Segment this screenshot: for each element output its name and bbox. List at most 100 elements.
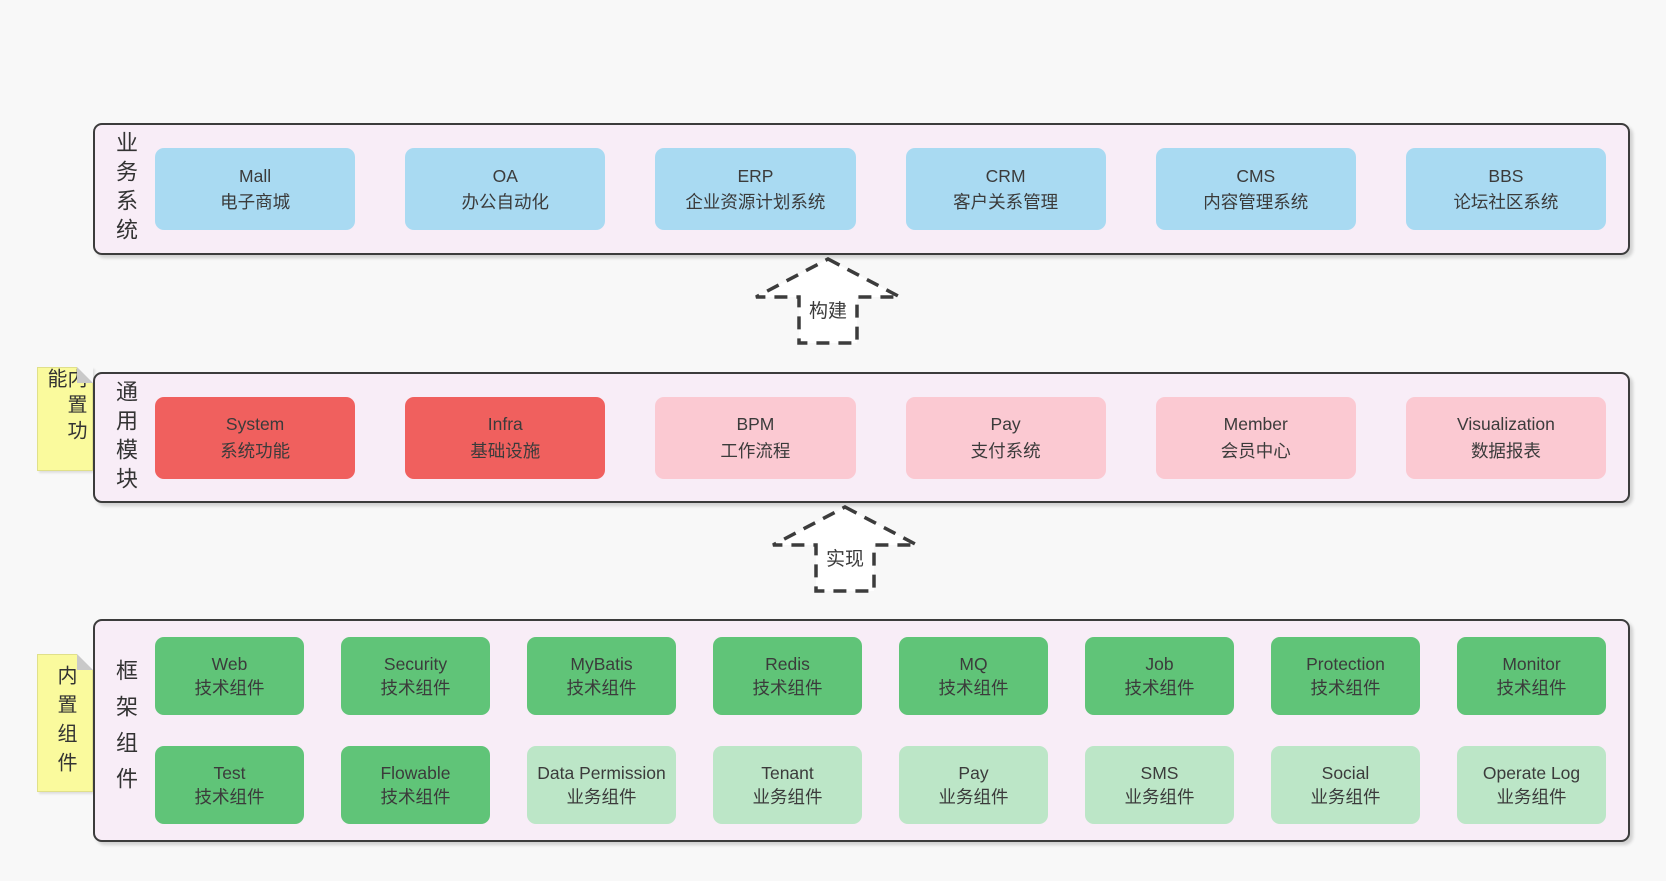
box-title: Security	[383, 653, 448, 674]
box-subtitle: 会员中心	[1220, 440, 1291, 461]
box-title: Data Permission	[537, 762, 666, 783]
box-infra: Infra 基础设施	[405, 396, 606, 479]
box-title: Pay	[990, 414, 1021, 435]
box-subtitle: 企业资源计划系统	[685, 192, 826, 212]
box-mq: MQ 技术组件	[899, 637, 1048, 715]
layer-label-text: 框架组件	[113, 658, 138, 803]
arrow-implement-label: 实现	[825, 549, 864, 570]
box-subtitle: 系统功能	[220, 440, 291, 461]
box-title: Social	[1321, 762, 1370, 783]
sticky-note-builtin-components: 内置组件	[37, 654, 93, 792]
layer-business-systems: 业务系统 Mall 电子商城 OA 办公自动化 ERP 企业资源计划系统 CRM…	[93, 123, 1630, 255]
module-boxes: System 系统功能 Infra 基础设施 BPM 工作流程 Pay 支付系统…	[155, 374, 1628, 501]
box-title: Flowable	[380, 762, 451, 783]
box-job: Job 技术组件	[1085, 637, 1234, 715]
box-title: Redis	[765, 653, 810, 674]
box-pay-component: Pay 业务组件	[899, 746, 1048, 824]
box-mall: Mall 电子商城	[155, 148, 356, 230]
box-subtitle: 业务组件	[938, 787, 1009, 807]
box-subtitle: 技术组件	[938, 678, 1009, 698]
layer-label-text: 通用模块	[113, 379, 138, 496]
business-boxes: Mall 电子商城 OA 办公自动化 ERP 企业资源计划系统 CRM 客户关系…	[155, 125, 1628, 253]
layer-label-text: 业务系统	[113, 131, 138, 247]
arrow-up-implement: 实现	[770, 504, 920, 594]
dashed-up-arrow-icon	[772, 505, 918, 593]
box-subtitle: 技术组件	[380, 678, 451, 698]
box-title: Protection	[1306, 653, 1385, 674]
arrow-build-label: 构建	[808, 301, 847, 322]
box-subtitle: 工作流程	[720, 440, 791, 461]
box-title: SMS	[1140, 762, 1179, 783]
box-subtitle: 客户关系管理	[953, 192, 1059, 212]
box-subtitle: 技术组件	[380, 787, 451, 807]
box-cms: CMS 内容管理系统	[1155, 148, 1356, 230]
box-social: Social 业务组件	[1271, 746, 1420, 824]
layer-label-components: 框架组件	[95, 621, 155, 840]
note-fold-corner-icon	[77, 367, 93, 383]
component-grid: Web 技术组件 Security 技术组件 MyBatis 技术组件 Redi…	[155, 621, 1628, 840]
box-system: System 系统功能	[155, 396, 356, 479]
box-title: BBS	[1488, 165, 1524, 186]
box-sms: SMS 业务组件	[1085, 746, 1234, 824]
box-subtitle: 业务组件	[566, 787, 637, 807]
box-bpm: BPM 工作流程	[655, 396, 856, 479]
box-member: Member 会员中心	[1155, 396, 1356, 479]
box-subtitle: 技术组件	[566, 678, 637, 698]
box-web: Web 技术组件	[155, 637, 304, 715]
box-title: Mall	[239, 165, 272, 186]
box-title: System	[225, 414, 285, 435]
box-test: Test 技术组件	[155, 746, 304, 824]
box-erp: ERP 企业资源计划系统	[655, 148, 856, 230]
box-title: BPM	[736, 414, 775, 435]
box-oa: OA 办公自动化	[405, 148, 606, 230]
component-row-2: Test 技术组件 Flowable 技术组件 Data Permission …	[155, 746, 1606, 824]
box-subtitle: 业务组件	[752, 787, 823, 807]
box-subtitle: 技术组件	[194, 678, 265, 698]
sticky-note-text: 内置功能	[44, 368, 86, 446]
box-title: Infra	[487, 414, 523, 435]
box-subtitle: 办公自动化	[461, 192, 550, 212]
box-title: Visualization	[1456, 414, 1555, 435]
box-visualization: Visualization 数据报表	[1405, 396, 1607, 479]
layer-label-modules: 通用模块	[95, 374, 155, 501]
layer-common-modules: 通用模块 System 系统功能 Infra 基础设施 BPM 工作流程 Pay…	[93, 372, 1630, 503]
box-title: Member	[1223, 414, 1288, 435]
box-title: Tenant	[761, 762, 814, 783]
box-subtitle: 技术组件	[1124, 678, 1195, 698]
box-title: ERP	[737, 165, 774, 186]
layer-label-business: 业务系统	[95, 125, 155, 253]
box-title: Job	[1145, 653, 1174, 674]
box-crm: CRM 客户关系管理	[905, 148, 1106, 230]
box-subtitle: 技术组件	[1310, 678, 1381, 698]
box-data-permission: Data Permission 业务组件	[527, 746, 676, 824]
box-monitor: Monitor 技术组件	[1457, 637, 1606, 715]
box-subtitle: 支付系统	[970, 440, 1041, 461]
box-bbs: BBS 论坛社区系统	[1405, 148, 1607, 230]
box-subtitle: 电子商城	[220, 192, 291, 212]
note-fold-corner-icon	[77, 654, 93, 670]
box-pay-module: Pay 支付系统	[905, 396, 1106, 479]
box-title: MQ	[959, 653, 988, 674]
arrow-up-build: 构建	[753, 256, 903, 346]
box-subtitle: 技术组件	[1496, 678, 1567, 698]
component-row-1: Web 技术组件 Security 技术组件 MyBatis 技术组件 Redi…	[155, 637, 1606, 715]
box-subtitle: 技术组件	[752, 678, 823, 698]
layer-framework-components: 框架组件 Web 技术组件 Security 技术组件 MyBatis 技术组件…	[93, 619, 1630, 842]
box-subtitle: 论坛社区系统	[1453, 192, 1559, 212]
box-tenant: Tenant 业务组件	[713, 746, 862, 824]
box-protection: Protection 技术组件	[1271, 637, 1420, 715]
box-subtitle: 基础设施	[470, 440, 541, 461]
box-subtitle: 内容管理系统	[1203, 192, 1309, 212]
box-flowable: Flowable 技术组件	[341, 746, 490, 824]
box-title: OA	[492, 165, 518, 186]
box-title: Operate Log	[1482, 762, 1581, 783]
box-subtitle: 数据报表	[1470, 440, 1541, 461]
box-title: MyBatis	[570, 653, 633, 674]
box-title: Pay	[958, 762, 989, 783]
box-subtitle: 业务组件	[1310, 787, 1381, 807]
box-title: CMS	[1236, 165, 1276, 186]
box-redis: Redis 技术组件	[713, 637, 862, 715]
box-operate-log: Operate Log 业务组件	[1457, 746, 1606, 824]
box-title: Monitor	[1502, 653, 1561, 674]
